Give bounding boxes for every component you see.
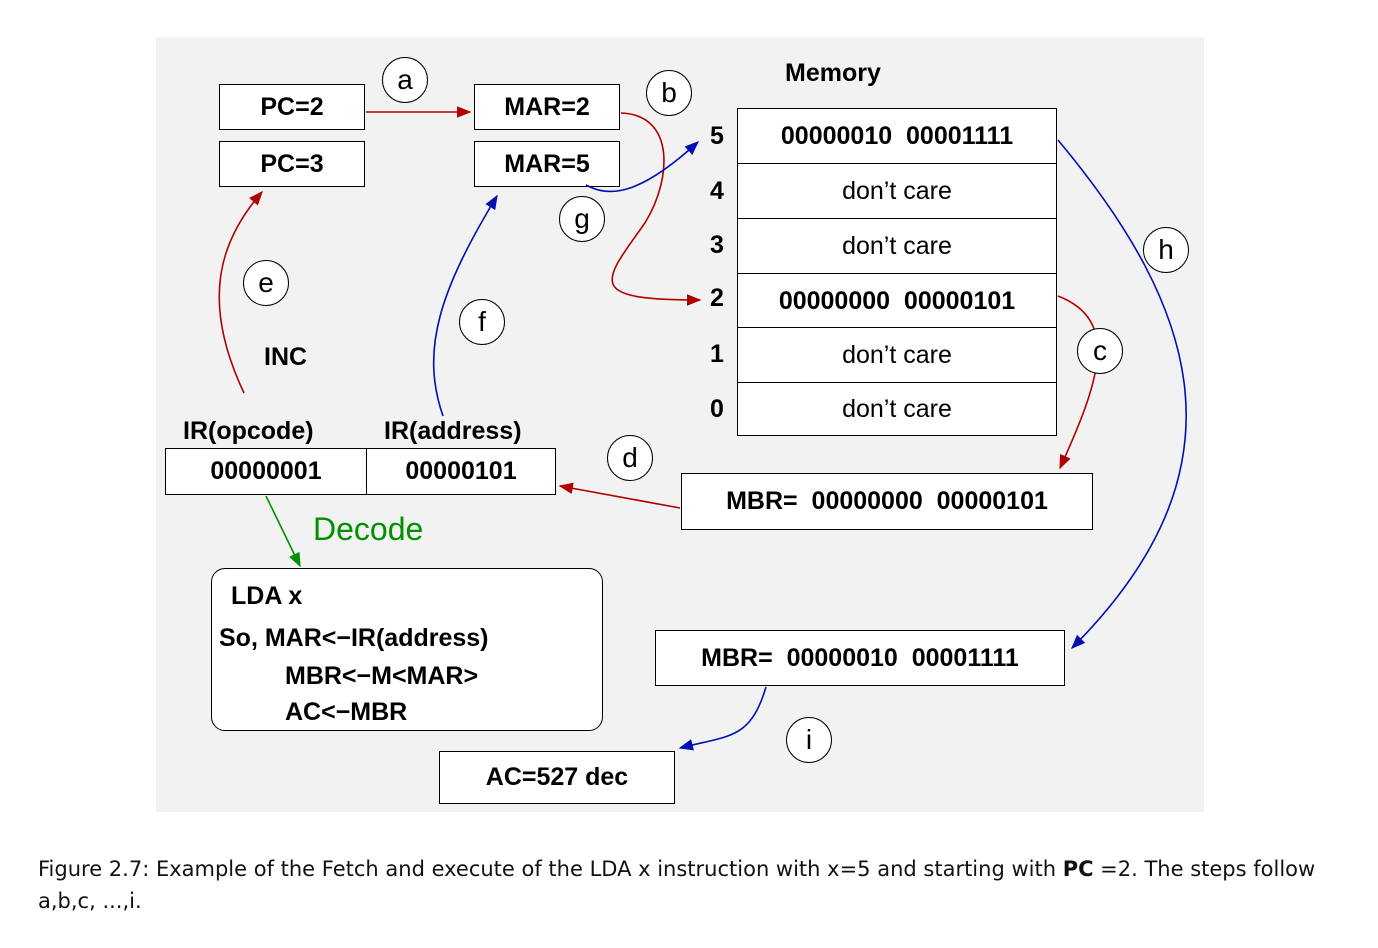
memory-address-3: 3: [710, 231, 724, 259]
step-h-circle: h: [1143, 227, 1189, 273]
inc-label: INC: [264, 343, 308, 371]
memory-title: Memory: [785, 59, 881, 87]
memory-cell-0: don’t care: [738, 382, 1056, 436]
step-e-circle: e: [243, 260, 289, 306]
caption-bold: PC: [1062, 857, 1094, 881]
memory-cell-2: 00000000 00000101: [738, 273, 1056, 328]
caption-text: Figure 2.7: Example of the Fetch and exe…: [38, 857, 1063, 881]
ir-opcode-label: IR(opcode): [183, 417, 314, 445]
decode-label: Decode: [313, 511, 424, 547]
caption-tail: =2. The steps follow a,b,c, ...,i.: [38, 857, 1316, 913]
mbr-first-box: MBR= 00000000 00000101: [681, 473, 1093, 530]
memory-address-1: 1: [710, 340, 724, 368]
step-c-circle: c: [1077, 328, 1123, 374]
memory-cell-3: don’t care: [738, 218, 1056, 273]
step-i-circle: i: [786, 717, 832, 763]
mbr-second-box: MBR= 00000010 00001111: [655, 630, 1065, 686]
decode-line-1: LDA x: [231, 582, 303, 610]
memory-address-0: 0: [710, 395, 724, 423]
mar-after-box: MAR=5: [474, 141, 620, 187]
memory-address-5: 5: [710, 122, 724, 150]
decode-line-3: MBR<−M<MAR>: [285, 662, 479, 690]
step-b-circle: b: [646, 70, 692, 116]
ac-box: AC=527 dec: [439, 751, 675, 804]
memory-table: 00000010 00001111 don’t care don’t care …: [737, 108, 1057, 436]
decode-line-4: AC<−MBR: [285, 698, 408, 726]
step-g-circle: g: [559, 196, 605, 242]
decode-line-2: So, MAR<−IR(address): [219, 624, 489, 652]
memory-address-2: 2: [710, 284, 724, 312]
pc-after-box: PC=3: [219, 141, 365, 187]
instruction-decode-box: LDA x So, MAR<−IR(address) MBR<−M<MAR> A…: [211, 568, 603, 731]
step-f-circle: f: [459, 299, 505, 345]
memory-cell-5: 00000010 00001111: [780, 122, 1014, 150]
memory-address-4: 4: [710, 177, 724, 205]
memory-cell-4: don’t care: [738, 163, 1056, 218]
step-a-circle: a: [382, 57, 428, 103]
pc-before-box: PC=2: [219, 84, 365, 130]
figure-caption: Figure 2.7: Example of the Fetch and exe…: [38, 853, 1348, 917]
step-d-circle: d: [607, 435, 653, 481]
ir-address-label: IR(address): [384, 417, 522, 445]
mar-before-box: MAR=2: [474, 84, 620, 130]
ir-address-box: 00000101: [366, 448, 556, 495]
memory-cell-1: don’t care: [738, 327, 1056, 382]
ir-opcode-box: 00000001: [165, 448, 367, 495]
